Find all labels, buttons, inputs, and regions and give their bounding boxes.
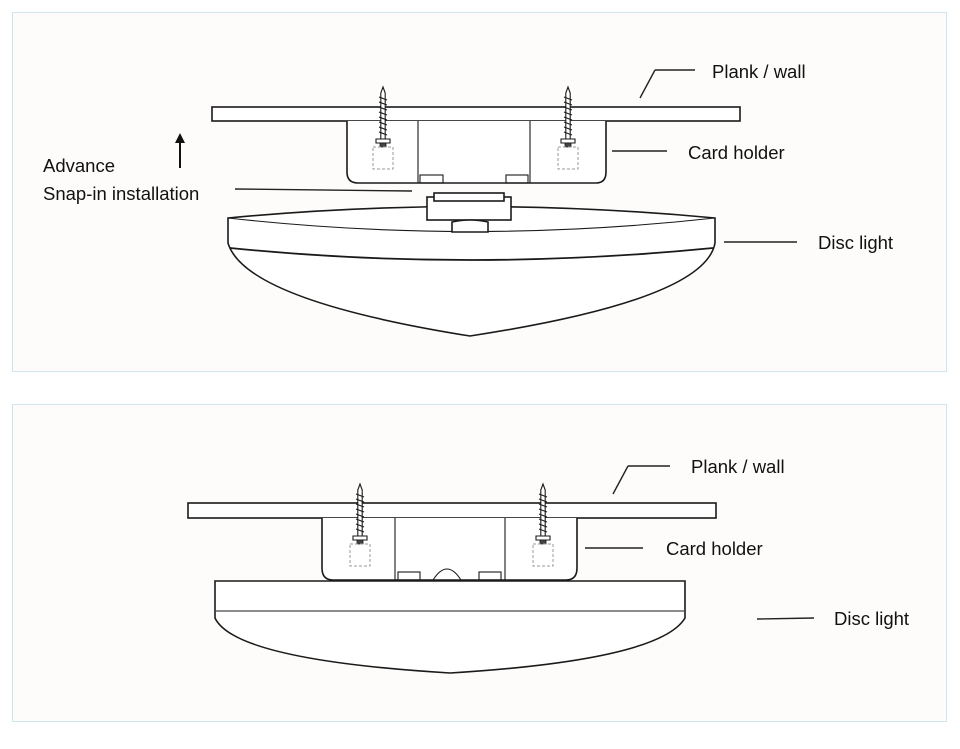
disc-light-bottom bbox=[214, 580, 686, 674]
plank-bottom bbox=[187, 502, 717, 519]
label-plank-wall-top: Plank / wall bbox=[712, 61, 806, 82]
plank-top bbox=[211, 106, 741, 122]
bottom-diagram: Plank / wall Card holder Disc light bbox=[187, 456, 909, 674]
card-holder-bottom bbox=[321, 518, 578, 581]
label-card-holder-top: Card holder bbox=[688, 142, 785, 163]
top-diagram: Plank / wall Card holder Advance Snap-in… bbox=[43, 61, 893, 337]
label-card-holder-bottom: Card holder bbox=[666, 538, 763, 559]
disc-light-top bbox=[227, 192, 716, 337]
label-snap-in-installation: Snap-in installation bbox=[43, 183, 199, 204]
advance-arrow-icon bbox=[175, 133, 185, 168]
label-advance: Advance bbox=[43, 155, 115, 176]
card-holder-top bbox=[346, 121, 607, 184]
label-plank-wall-bottom: Plank / wall bbox=[691, 456, 785, 477]
label-disc-light-bottom: Disc light bbox=[834, 608, 909, 629]
label-disc-light-top: Disc light bbox=[818, 232, 893, 253]
